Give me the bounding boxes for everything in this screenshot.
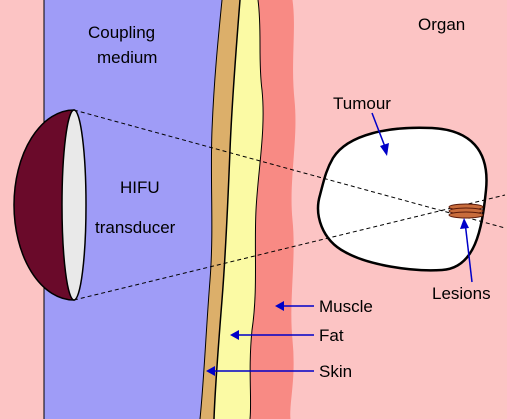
transducer-face (62, 110, 86, 300)
coupling-medium-label-line1: Coupling (88, 23, 155, 42)
fat-label: Fat (319, 326, 344, 345)
coupling-medium-label-line2: medium (97, 48, 157, 67)
hifu-label-line2: transducer (95, 218, 176, 237)
muscle-label: Muscle (319, 297, 373, 316)
tumour-label: Tumour (333, 94, 391, 113)
lesions-label: Lesions (432, 284, 491, 303)
tumour-shape (318, 128, 486, 271)
lesion-cluster-icon (449, 204, 483, 218)
lesion-3 (449, 212, 483, 218)
organ-label: Organ (418, 15, 465, 34)
skin-label: Skin (319, 362, 352, 381)
hifu-label-line1: HIFU (120, 178, 160, 197)
